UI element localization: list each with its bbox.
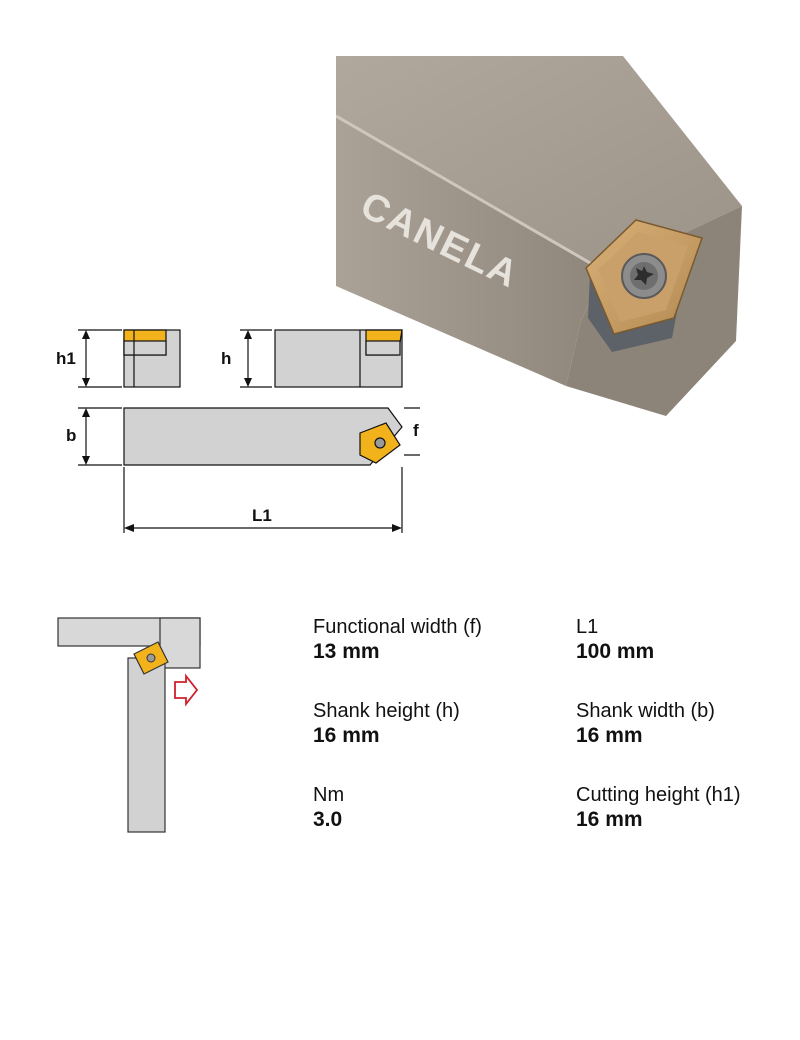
dimension-drawing: h1 h b f L1 bbox=[56, 329, 420, 533]
spec-value: 3.0 bbox=[313, 808, 343, 831]
tool-top-face bbox=[336, 56, 742, 271]
spec-label: Nm bbox=[313, 784, 345, 806]
spec-cutting-height: Cutting height (h1) 16 mm bbox=[576, 783, 741, 833]
spec-value: 13 mm bbox=[313, 640, 380, 663]
spec-value: 16 mm bbox=[576, 724, 643, 747]
workpiece-face bbox=[159, 617, 201, 669]
spec-value: 100 mm bbox=[576, 640, 655, 663]
application-diagram bbox=[57, 617, 201, 833]
holder-shank bbox=[127, 657, 166, 833]
cutting-insert bbox=[585, 219, 703, 335]
spec-shank-height: Shank height (h) 16 mm bbox=[313, 699, 460, 749]
tool-side-face bbox=[336, 116, 604, 386]
spec-l1: L1 100 mm bbox=[576, 615, 654, 665]
spec-functional-width: Functional width (f) 13 mm bbox=[313, 615, 482, 665]
spec-value: 16 mm bbox=[576, 808, 643, 831]
tool-edge-highlight bbox=[336, 114, 605, 273]
dim-label-h1: h1 bbox=[56, 349, 76, 368]
dim-label-h: h bbox=[221, 349, 231, 368]
spec-label: Cutting height (h1) bbox=[576, 784, 741, 806]
spec-shank-width: Shank width (b) 16 mm bbox=[576, 699, 715, 749]
spec-label: L1 bbox=[576, 616, 599, 638]
spec-nm: Nm 3.0 bbox=[313, 783, 344, 833]
dim-label-f: f bbox=[413, 421, 419, 440]
dim-label-b: b bbox=[66, 426, 76, 445]
spec-label: Shank width (b) bbox=[576, 700, 715, 722]
spec-label: Shank height (h) bbox=[313, 700, 460, 722]
product-photo: CANELA bbox=[336, 56, 742, 416]
spec-label: Functional width (f) bbox=[313, 616, 482, 638]
spec-value: 16 mm bbox=[313, 724, 380, 747]
dim-label-l1: L1 bbox=[252, 506, 272, 525]
right-arrow-outline-icon bbox=[174, 673, 199, 707]
